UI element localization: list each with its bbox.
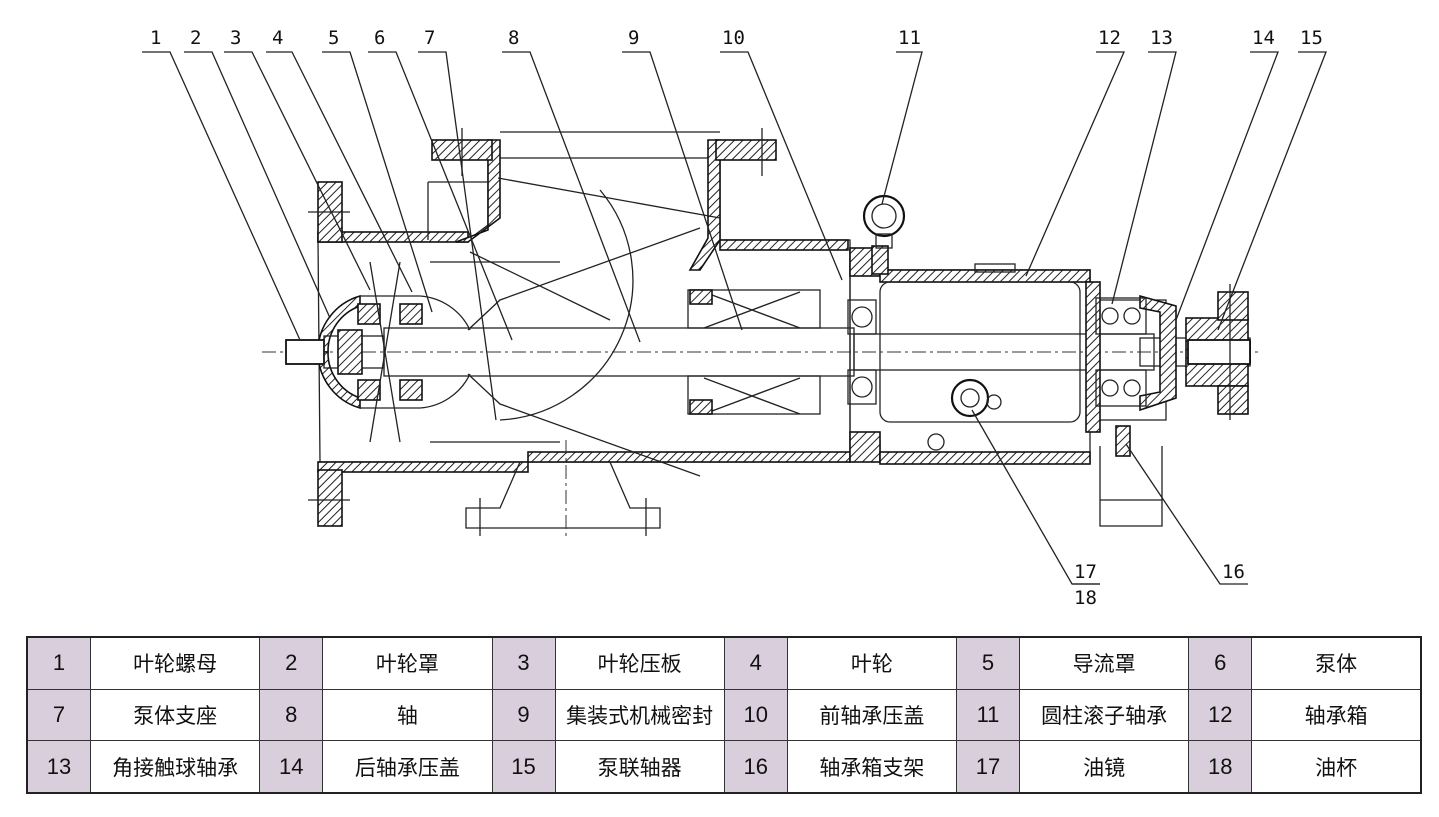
callout-label: 5 <box>328 27 339 49</box>
part-name: 导流罩 <box>1018 636 1190 690</box>
bearing-housing-support <box>1099 425 1163 527</box>
part-number: 3 <box>491 636 556 690</box>
part-number: 1 <box>26 636 91 690</box>
part-number: 10 <box>723 688 788 742</box>
eye-bolt <box>862 194 906 249</box>
pump-cross-section-drawing: 1 2 3 4 5 6 7 8 9 10 11 12 13 14 15 16 1… <box>142 27 1327 609</box>
part-number: 5 <box>956 636 1020 690</box>
part-number: 14 <box>259 740 324 794</box>
impeller-assembly <box>285 261 560 443</box>
callout-label: 12 <box>1098 27 1121 49</box>
callout-label: 7 <box>424 27 435 49</box>
part-name: 油镜 <box>1018 740 1190 794</box>
part-name: 叶轮螺母 <box>89 636 261 690</box>
part-name: 叶轮 <box>786 636 958 690</box>
part-name: 角接触球轴承 <box>89 740 261 794</box>
part-name: 轴承箱支架 <box>786 740 958 794</box>
part-name: 圆柱滚子轴承 <box>1018 688 1190 742</box>
callout-label: 16 <box>1222 561 1245 583</box>
callout-label: 4 <box>272 27 283 49</box>
part-number: 4 <box>723 636 788 690</box>
pump-body-support <box>465 440 661 536</box>
callout-label: 17 <box>1074 561 1097 583</box>
leader-lines <box>142 51 1327 585</box>
callout-label: 14 <box>1252 27 1275 49</box>
callout-label: 6 <box>374 27 385 49</box>
callout-label: 1 <box>150 27 161 49</box>
part-number: 17 <box>956 740 1020 794</box>
part-name: 泵体 <box>1251 636 1422 690</box>
oil-sight-glass <box>927 378 1002 451</box>
callout-labels: 1 2 3 4 5 6 7 8 9 10 11 12 13 14 15 16 1… <box>150 27 1323 609</box>
part-number: 7 <box>26 688 91 742</box>
part-number: 12 <box>1188 688 1253 742</box>
pump-coupling <box>1185 284 1251 420</box>
rear-bearing <box>1095 297 1147 407</box>
parts-list-table: 1 叶轮螺母 2 叶轮罩 3 叶轮压板 4 叶轮 5 导流罩 6 泵体 7 泵体… <box>26 636 1422 794</box>
part-name: 叶轮压板 <box>554 636 725 690</box>
callout-label: 18 <box>1074 587 1097 609</box>
part-number: 11 <box>956 688 1020 742</box>
callout-label: 13 <box>1150 27 1173 49</box>
part-number: 2 <box>259 636 324 690</box>
callout-label: 3 <box>230 27 241 49</box>
part-name: 叶轮罩 <box>322 636 493 690</box>
table-row: 1 叶轮螺母 2 叶轮罩 3 叶轮压板 4 叶轮 5 导流罩 6 泵体 <box>26 636 1422 690</box>
part-name: 泵联轴器 <box>554 740 725 794</box>
part-name: 轴承箱 <box>1251 688 1422 742</box>
part-name: 泵体支座 <box>89 688 261 742</box>
mechanical-seal <box>687 289 821 415</box>
callout-label: 10 <box>722 27 745 49</box>
part-name: 轴 <box>322 688 493 742</box>
part-name: 后轴承压盖 <box>322 740 493 794</box>
table-row: 13 角接触球轴承 14 后轴承压盖 15 泵联轴器 16 轴承箱支架 17 油… <box>26 740 1422 794</box>
part-number: 16 <box>723 740 788 794</box>
table-row: 7 泵体支座 8 轴 9 集装式机械密封 10 前轴承压盖 11 圆柱滚子轴承 … <box>26 688 1422 742</box>
callout-label: 15 <box>1300 27 1323 49</box>
part-number: 6 <box>1188 636 1253 690</box>
diffuser <box>467 177 721 477</box>
part-number: 13 <box>26 740 91 794</box>
callout-label: 2 <box>190 27 201 49</box>
part-name: 油杯 <box>1251 740 1422 794</box>
callout-label: 8 <box>508 27 519 49</box>
part-number: 15 <box>491 740 556 794</box>
part-name: 前轴承压盖 <box>786 688 958 742</box>
callout-label: 11 <box>898 27 921 49</box>
part-name: 集装式机械密封 <box>554 688 725 742</box>
part-number: 18 <box>1188 740 1253 794</box>
part-number: 8 <box>259 688 324 742</box>
callout-label: 9 <box>628 27 639 49</box>
part-number: 9 <box>491 688 556 742</box>
front-bearing <box>847 299 877 405</box>
